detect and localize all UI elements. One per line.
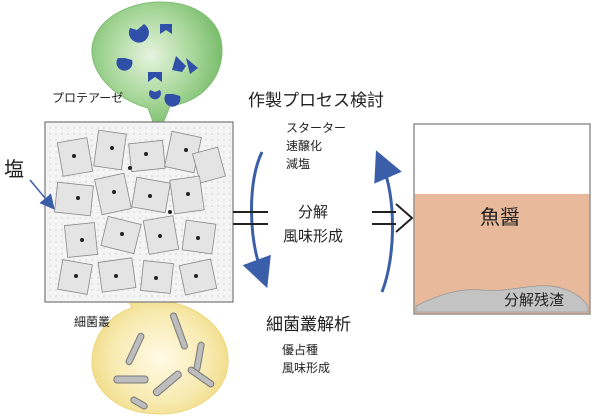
- process-title: 作製プロセス検討: [248, 91, 384, 111]
- protease-label: プロテアーゼ: [52, 91, 124, 105]
- fish-sauce-label: 魚醤: [480, 205, 520, 229]
- bacteria-label: 細菌叢: [74, 315, 111, 329]
- process-item-2: 速醸化: [286, 139, 323, 153]
- curved-arrows: [242, 150, 402, 293]
- salt-arrow-icon: [29, 179, 55, 210]
- center-line-1: 分解: [298, 203, 329, 221]
- analysis-item-2: 風味形成: [282, 361, 331, 375]
- fermentation-container: [44, 121, 234, 303]
- fish-sauce-container: [413, 123, 591, 315]
- open-right-arrow-icon: [233, 203, 414, 233]
- process-item-1: スターター: [286, 121, 347, 135]
- analysis-item-1: 優占種: [282, 343, 319, 357]
- analysis-title: 細菌叢解析: [266, 315, 351, 335]
- residue-label: 分解残渣: [504, 291, 565, 309]
- bacteria-bubble: [91, 289, 229, 415]
- salt-label: 塩: [4, 157, 24, 181]
- process-item-3: 減塩: [286, 157, 311, 171]
- center-line-2: 風味形成: [283, 227, 344, 245]
- fragment-dots: [72, 146, 200, 280]
- bacteria-cells: [113, 312, 215, 410]
- protease-bubble: [91, 1, 223, 138]
- enzyme-icon: [116, 24, 198, 107]
